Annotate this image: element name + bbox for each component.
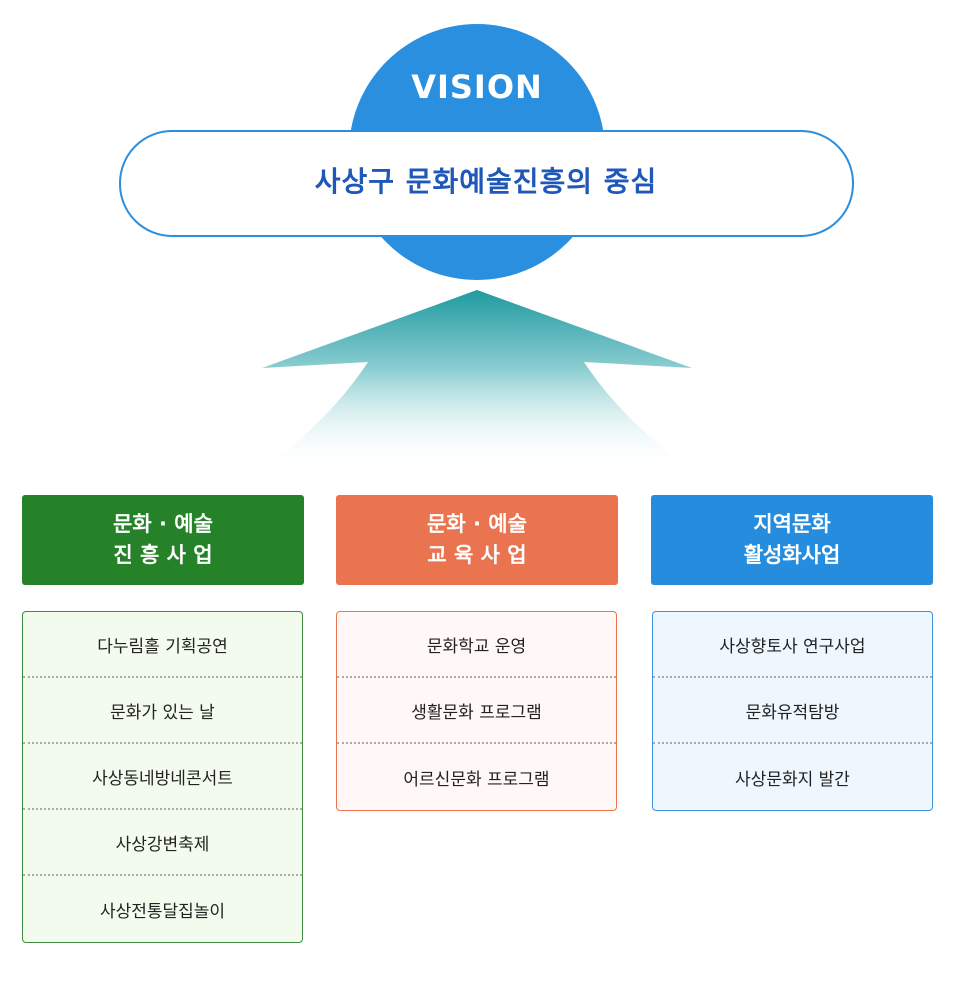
vision-label: VISION [411, 68, 543, 106]
list-item: 사상동네방네콘서트 [23, 744, 302, 810]
list-item: 사상강변축제 [23, 810, 302, 876]
category-title-line1: 지역문화 [753, 512, 831, 536]
category-items-local-culture: 사상향토사 연구사업 문화유적탐방 사상문화지 발간 [652, 611, 933, 811]
list-item: 다누림홀 기획공연 [23, 612, 302, 678]
category-header-culture-art-education: 문화 · 예술 교 육 사 업 [336, 495, 618, 585]
category-title-line1: 문화 · 예술 [113, 512, 213, 536]
list-item: 생활문화 프로그램 [337, 678, 616, 744]
category-header-local-culture: 지역문화 활성화사업 [651, 495, 933, 585]
list-item: 문화유적탐방 [653, 678, 932, 744]
list-item: 사상전통달집놀이 [99, 901, 226, 922]
list-item: 어르신문화 프로그램 [403, 769, 550, 790]
vision-slogan: 사상구 문화예술진흥의 중심 [314, 165, 658, 198]
slogan-pill [119, 130, 854, 237]
upward-arrow [262, 290, 692, 470]
category-title-line2: 진 흥 사 업 [113, 543, 213, 567]
category-items-culture-art-promotion: 다누림홀 기획공연 문화가 있는 날 사상동네방네콘서트 사상강변축제 사상전통… [22, 611, 303, 943]
category-title-line1: 문화 · 예술 [427, 512, 527, 536]
category-title-line2: 교 육 사 업 [427, 543, 527, 567]
category-items-culture-art-education: 문화학교 운영 생활문화 프로그램 어르신문화 프로그램 [336, 611, 617, 811]
category-header-culture-art-promotion: 문화 · 예술 진 흥 사 업 [22, 495, 304, 585]
category-title-line2: 활성화사업 [743, 543, 841, 567]
list-item: 사상향토사 연구사업 [653, 612, 932, 678]
list-item: 문화학교 운영 [337, 612, 616, 678]
list-item: 문화가 있는 날 [23, 678, 302, 744]
list-item: 사상문화지 발간 [735, 769, 850, 790]
